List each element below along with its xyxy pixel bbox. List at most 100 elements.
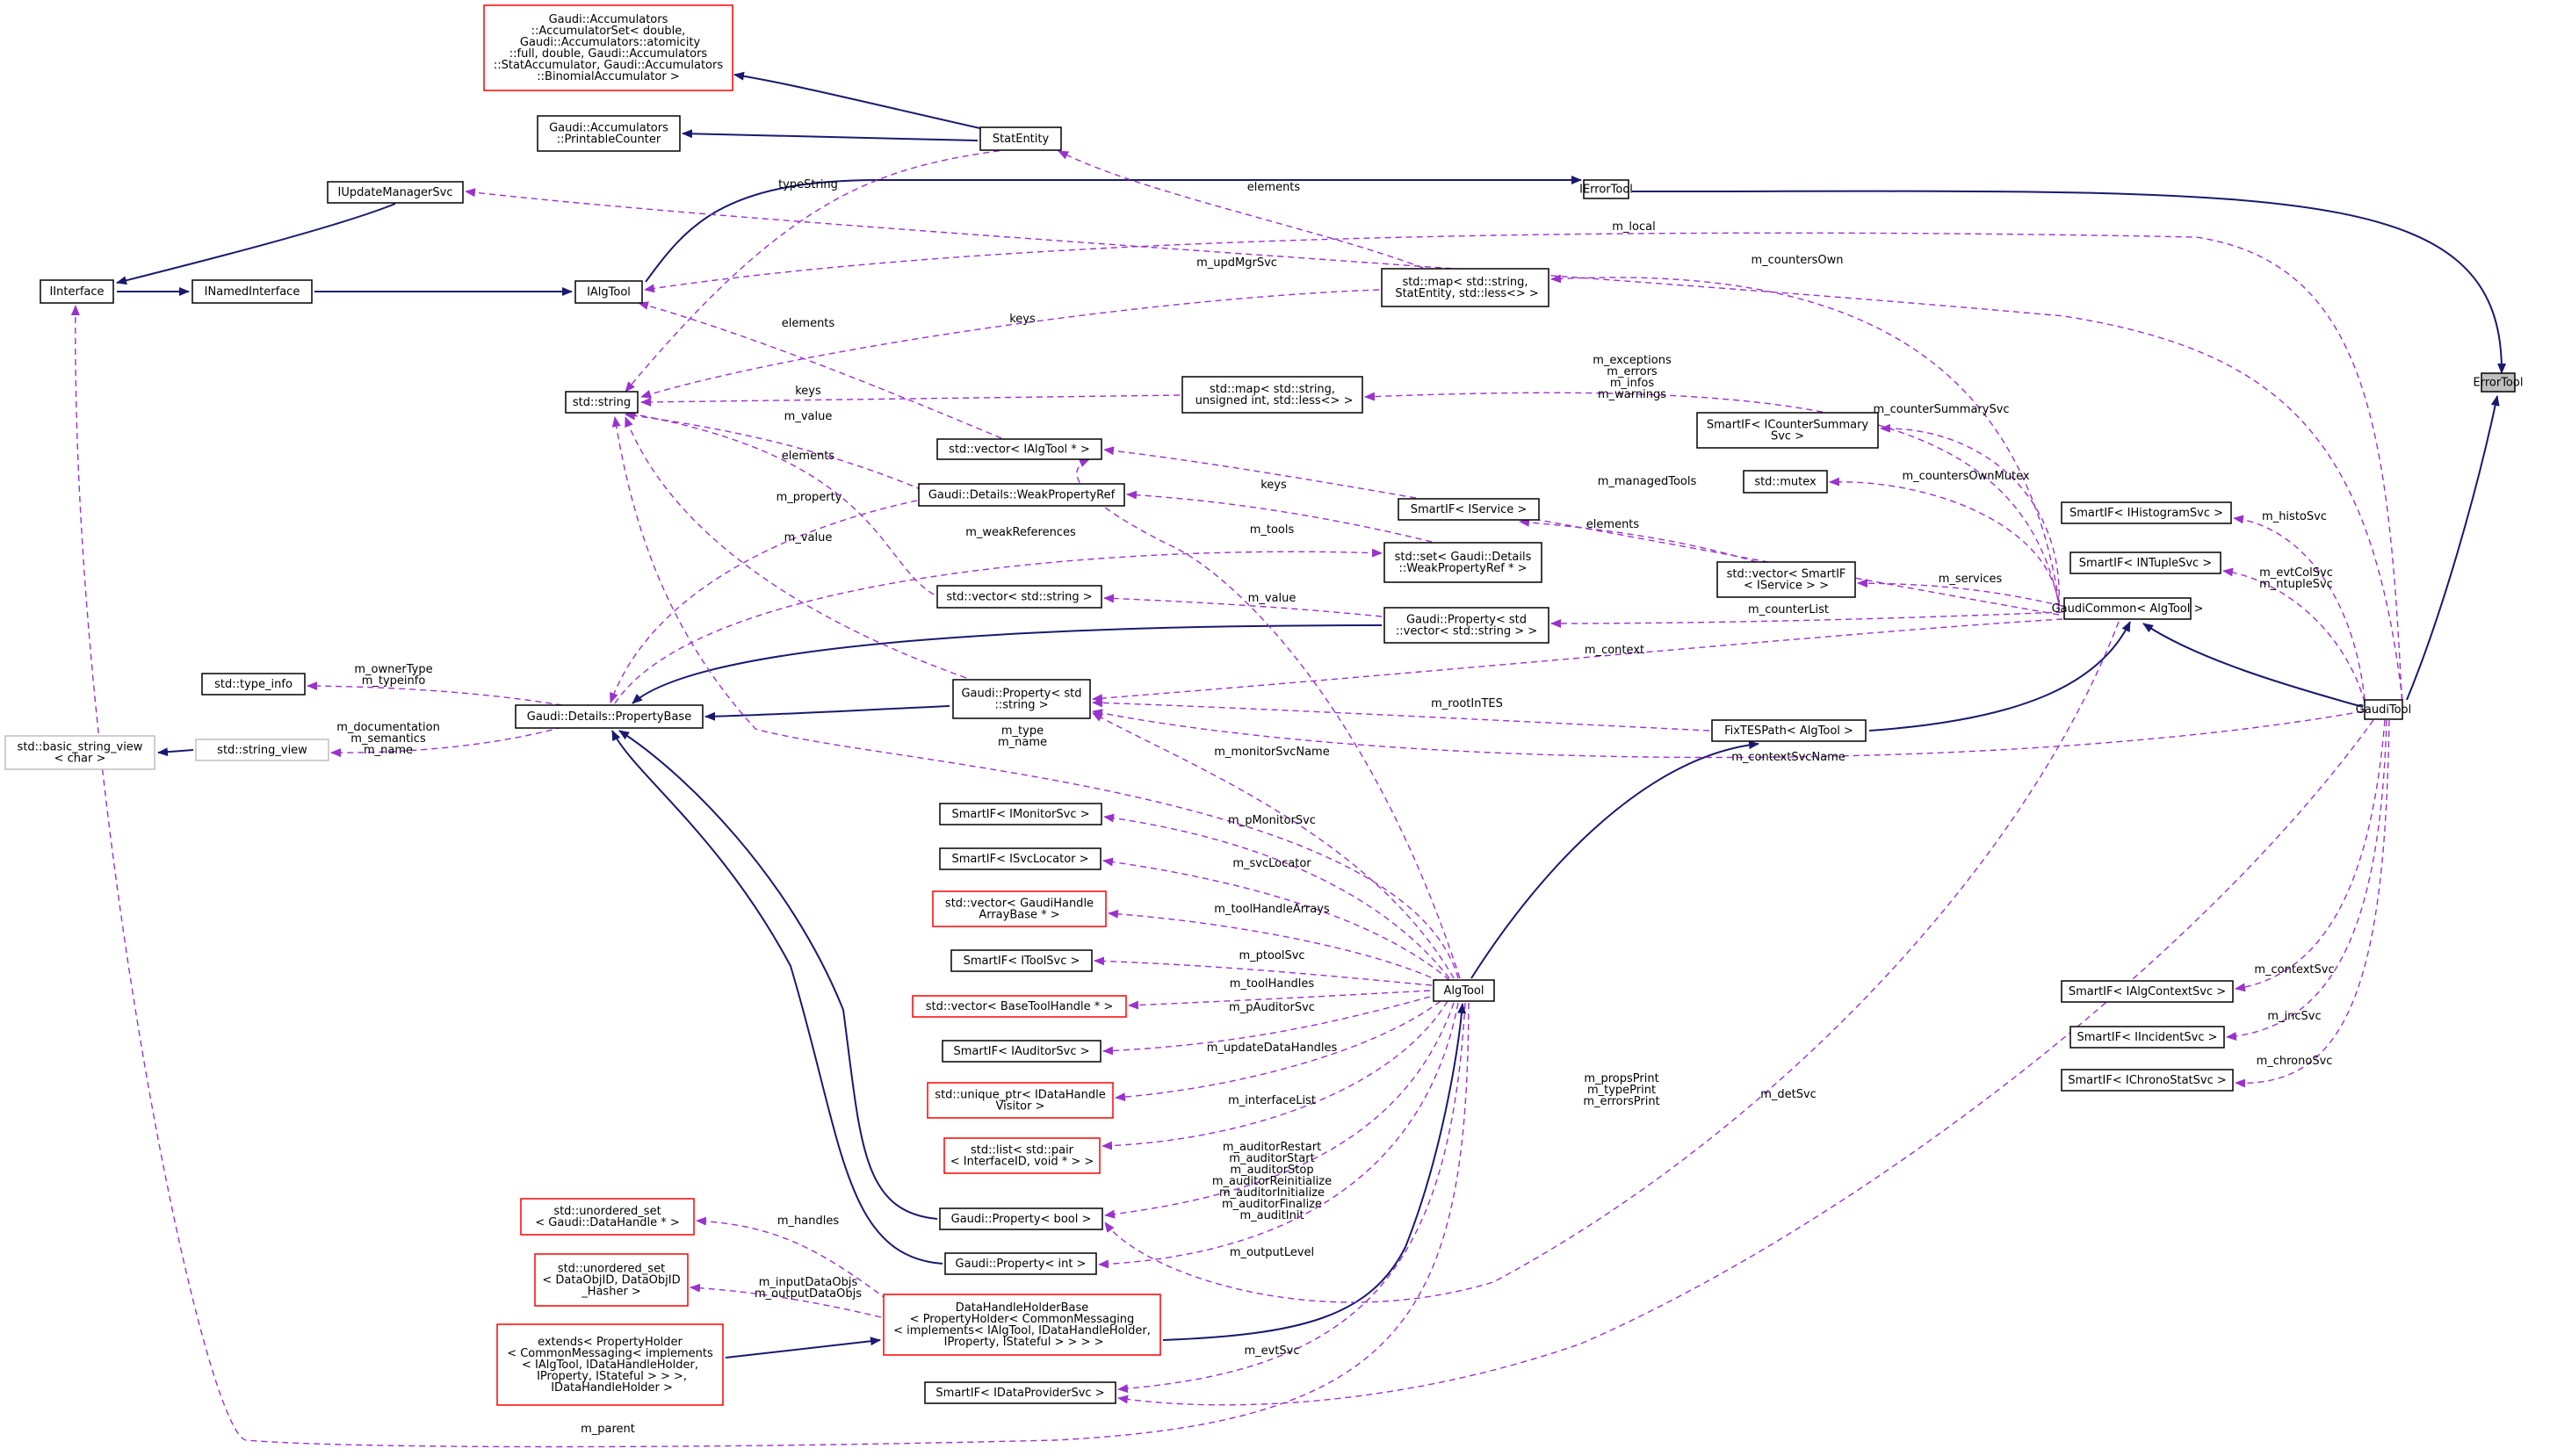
node-label: SmartIF< INTupleSvc > bbox=[2079, 557, 2212, 570]
node-StdMutex[interactable]: std::mutex bbox=[1743, 470, 1828, 494]
node-TypeInfo[interactable]: std::type_info bbox=[201, 673, 306, 696]
node-GaudiCommon[interactable]: GaudiCommon< AlgTool > bbox=[2052, 597, 2204, 620]
node-ErrorTool[interactable]: ErrorTool bbox=[2474, 372, 2524, 393]
node-PrintableCounter[interactable]: Gaudi::Accumulators::PrintableCounter bbox=[537, 115, 681, 152]
node-label: std::vector< BaseToolHandle * > bbox=[926, 1000, 1114, 1013]
edge-label: m_chronoSvc bbox=[2257, 1055, 2333, 1068]
node-MapStatEntity[interactable]: std::map< std::string, StatEntity, std::… bbox=[1381, 268, 1549, 307]
node-SIService[interactable]: SmartIF< IService > bbox=[1398, 498, 1540, 521]
edge-label: m_value bbox=[784, 531, 833, 544]
node-AccSet[interactable]: Gaudi::Accumulators::AccumulatorSet< dou… bbox=[483, 4, 733, 91]
node-IInterface[interactable]: IInterface bbox=[40, 279, 114, 304]
edge-label: m_contextSvcName bbox=[1731, 751, 1846, 764]
edge-line bbox=[157, 747, 194, 757]
node-USetDataHandle[interactable]: std::unordered_set< Gaudi::DataHandle * … bbox=[520, 1198, 695, 1236]
node-Extends[interactable]: extends< PropertyHolder< CommonMessaging… bbox=[496, 1323, 724, 1406]
node-PropBool[interactable]: Gaudi::Property< bool > bbox=[939, 1207, 1103, 1230]
edge-usage-WeakPropRef-to-StdString: m_value bbox=[625, 410, 923, 491]
node-box bbox=[565, 391, 639, 414]
edge-line bbox=[625, 411, 923, 491]
node-PropInt[interactable]: Gaudi::Property< int > bbox=[944, 1252, 1097, 1275]
node-label: std::unordered_set< Gaudi::DataHandle * … bbox=[535, 1205, 679, 1229]
node-IUpdateManagerSvc[interactable]: IUpdateManagerSvc bbox=[327, 181, 464, 204]
node-SIIncident[interactable]: SmartIF< IIncidentSvc > bbox=[2069, 1026, 2225, 1049]
edge-usage-GaudiCommon-to-VecIAlgTool: m_managedTools bbox=[1103, 446, 2060, 616]
node-VecSIService[interactable]: std::vector< SmartIF< IService > > bbox=[1716, 561, 1856, 598]
node-label: Gaudi::Accumulators::AccumulatorSet< dou… bbox=[494, 13, 723, 83]
node-VecString[interactable]: std::vector< std::string > bbox=[936, 585, 1102, 609]
node-box bbox=[939, 847, 1102, 870]
node-MapUInt[interactable]: std::map< std::string, unsigned int, std… bbox=[1181, 376, 1363, 414]
node-BasicStringView[interactable]: std::basic_string_view< char > bbox=[4, 735, 155, 770]
edge-inherit-PropertyBase-to-PropString bbox=[704, 705, 950, 721]
node-box bbox=[979, 126, 1062, 151]
node-VecBaseToolHandle[interactable]: std::vector< BaseToolHandle * > bbox=[912, 995, 1127, 1018]
edge-usage-GaudiCommon-to-MapStatEntity: m_countersOwn bbox=[1550, 254, 2060, 602]
node-box bbox=[483, 4, 733, 91]
node-SIAuditor[interactable]: SmartIF< IAuditorSvc > bbox=[942, 1040, 1102, 1063]
node-SIDataProvider[interactable]: SmartIF< IDataProviderSvc > bbox=[924, 1381, 1116, 1404]
edge-usage-AlgTool-to-PropString: m_monitorSvcName bbox=[1092, 712, 1455, 979]
node-SISvcLocator[interactable]: SmartIF< ISvcLocator > bbox=[939, 847, 1102, 870]
node-box bbox=[939, 1207, 1103, 1230]
node-label: extends< PropertyHolder< CommonMessaging… bbox=[507, 1336, 713, 1395]
edge-usage-GaudiTool-to-PropString: m_contextSvcName bbox=[1092, 709, 2364, 764]
node-SINTuple[interactable]: SmartIF< INTupleSvc > bbox=[2069, 551, 2221, 574]
node-IAlgTool[interactable]: IAlgTool bbox=[574, 280, 643, 304]
edge-usage-GaudiCommon-to-PropString: m_context bbox=[1092, 618, 2063, 703]
node-StdString[interactable]: std::string bbox=[565, 391, 639, 414]
edge-line bbox=[640, 289, 1380, 399]
node-StringView[interactable]: std::string_view bbox=[195, 739, 329, 761]
edge-line bbox=[1103, 446, 2060, 616]
node-SIChrono[interactable]: SmartIF< IChronoStatSvc > bbox=[2061, 1069, 2234, 1092]
node-box bbox=[574, 280, 643, 304]
node-ListPair[interactable]: std::list< std::pair< InterfaceID, void … bbox=[943, 1137, 1101, 1174]
node-SIAlgContext[interactable]: SmartIF< IAlgContextSvc > bbox=[2061, 980, 2234, 1003]
edge-line bbox=[1108, 909, 1441, 983]
node-box bbox=[2063, 597, 2192, 620]
edge-label: keys bbox=[1009, 313, 1036, 326]
node-INamedInterface[interactable]: INamedInterface bbox=[191, 279, 313, 304]
node-VecIAlgTool[interactable]: std::vector< IAlgTool * > bbox=[936, 438, 1102, 460]
node-box bbox=[2481, 372, 2516, 393]
node-USetDataObjID[interactable]: std::unordered_set< DataObjID, DataObjID… bbox=[534, 1253, 689, 1307]
node-label: Gaudi::Property< std::vector< std::strin… bbox=[1396, 614, 1537, 638]
node-label: std::list< std::pair< InterfaceID, void … bbox=[950, 1144, 1094, 1169]
edge-usage-GaudiCommon-to-SICounterSummary: m_counterSummarySvc bbox=[1873, 403, 2060, 607]
edge-usage-FixTESPath-to-PropString: m_rootInTES bbox=[1092, 697, 1710, 732]
node-label: FixTESPath< AlgTool > bbox=[1724, 724, 1853, 738]
node-label: INamedInterface bbox=[205, 285, 300, 299]
edge-line bbox=[611, 416, 1459, 979]
node-FixTESPath[interactable]: FixTESPath< AlgTool > bbox=[1711, 719, 1867, 742]
node-box bbox=[520, 1198, 695, 1236]
edge-label: elements bbox=[782, 317, 835, 330]
node-IErrorTool[interactable]: IErrorTool bbox=[1579, 179, 1633, 199]
node-PropString[interactable]: Gaudi::Property< std::string > bbox=[952, 679, 1091, 719]
node-DataHandleHolderBase[interactable]: DataHandleHolderBase< PropertyHolder< Co… bbox=[883, 1294, 1161, 1356]
node-SIMonitor[interactable]: SmartIF< IMonitorSvc > bbox=[939, 803, 1102, 825]
edge-line bbox=[1102, 1000, 1448, 1150]
edge-usage-GaudiTool-to-SIIncident: m_incSvc bbox=[2226, 719, 2387, 1042]
edge-label: m_parent bbox=[581, 1423, 635, 1436]
node-SIToolSvc[interactable]: SmartIF< IToolSvc > bbox=[950, 949, 1093, 972]
node-label: std::map< std::string, unsigned int, std… bbox=[1192, 383, 1354, 407]
node-box bbox=[1583, 179, 1629, 199]
node-label: SmartIF< IToolSvc > bbox=[964, 955, 1080, 968]
node-box bbox=[2061, 501, 2232, 524]
edge-usage-GaudiTool-to-SIChrono: m_chronoSvc bbox=[2235, 719, 2390, 1088]
node-PropertyBase[interactable]: Gaudi::Details::PropertyBase bbox=[515, 704, 704, 729]
node-label: Gaudi::Property< std::string > bbox=[961, 688, 1081, 712]
node-SIHistogram[interactable]: SmartIF< IHistogramSvc > bbox=[2061, 501, 2232, 524]
node-AlgTool[interactable]: AlgTool bbox=[1433, 979, 1495, 1002]
node-label: GaudiCommon< AlgTool > bbox=[2052, 602, 2204, 616]
node-StatEntity[interactable]: StatEntity bbox=[979, 126, 1062, 151]
node-PropVecString[interactable]: Gaudi::Property< std::vector< std::strin… bbox=[1383, 607, 1549, 644]
node-WeakPropRef[interactable]: Gaudi::Details::WeakPropertyRef bbox=[918, 483, 1125, 507]
edge-line bbox=[625, 416, 967, 679]
node-SetWeakRef[interactable]: std::set< Gaudi::Details::WeakPropertyRe… bbox=[1383, 542, 1542, 583]
node-GaudiTool[interactable]: GaudiTool bbox=[2356, 699, 2411, 720]
